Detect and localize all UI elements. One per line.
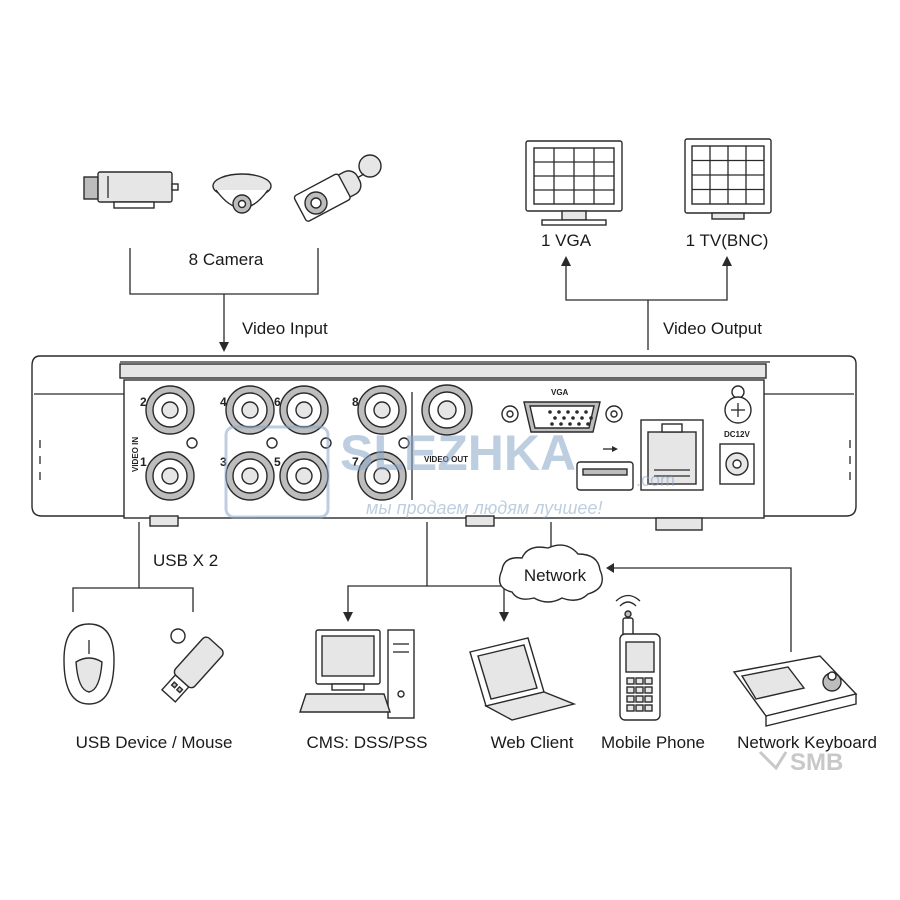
smb-badge: SMB [790, 749, 843, 776]
ground-screw-icon [724, 385, 752, 424]
smb-watermark: SMB [758, 749, 843, 776]
channel-number: 4 [220, 395, 227, 409]
vga-pin [571, 416, 575, 420]
bullet-camera-icon [293, 154, 382, 222]
channel-number: 2 [140, 395, 147, 409]
vga-pin [566, 410, 570, 414]
video-in-text: VIDEO IN [131, 437, 140, 472]
channel-number: 8 [352, 395, 359, 409]
vga-pin [548, 410, 552, 414]
bnc-input-port[interactable] [145, 385, 195, 435]
bnc-inputs: 2 1 4 3 6 5 8 7 [140, 385, 410, 501]
bnc-input-port[interactable] [145, 451, 195, 501]
vga-pin [550, 422, 554, 426]
vga-port-text: VGA [551, 388, 569, 397]
vga-pins [548, 410, 593, 426]
video-out-text: VIDEO OUT [424, 455, 468, 464]
usb-label: USB X 2 [153, 551, 218, 570]
bnc-input-port[interactable] [225, 385, 275, 435]
phone-key [626, 695, 635, 703]
phone-keypad [626, 677, 653, 712]
vga-pin [589, 416, 593, 420]
tv-label: 1 TV(BNC) [686, 231, 769, 250]
vga-pin [562, 416, 566, 420]
phone-key [644, 677, 653, 685]
bnc-input-port[interactable] [357, 451, 407, 501]
channel-number: 1 [140, 455, 147, 469]
network-label: Network [524, 566, 587, 585]
phone-key [644, 686, 653, 694]
vga-pin [553, 416, 557, 420]
desktop-pc-icon [299, 629, 415, 719]
laptop-icon [469, 637, 577, 721]
bnc-input-port[interactable] [279, 451, 329, 501]
mobile-phone-label: Mobile Phone [601, 733, 705, 752]
bnc-input-port[interactable] [357, 385, 407, 435]
slezhka-watermark: SLEZHKA .com мы продаем людям лучшее! [224, 425, 675, 519]
phone-key [635, 686, 644, 694]
channel-number: 3 [220, 455, 227, 469]
vga-pin [584, 410, 588, 414]
channel-number: 6 [274, 395, 281, 409]
phone-key [644, 704, 653, 712]
vga-pin [557, 410, 561, 414]
phone-key [635, 704, 644, 712]
vga-pin [575, 410, 579, 414]
network-lines [550, 522, 792, 652]
camera-label: 8 Camera [189, 250, 264, 269]
watermark-domain: .com [636, 470, 675, 490]
usb-ports[interactable] [576, 446, 634, 491]
camera-connector-lines [129, 248, 319, 352]
vga-pin [559, 422, 563, 426]
power-text: DC12V [724, 430, 750, 439]
channel-number: 5 [274, 455, 281, 469]
video-output-label: Video Output [663, 319, 762, 338]
vga-pin [580, 416, 584, 420]
watermark-tagline: мы продаем людям лучшее! [366, 498, 602, 518]
network-keyboard-label: Network Keyboard [737, 733, 877, 752]
vga-monitor-icon [525, 140, 623, 226]
usb-lines [72, 522, 194, 612]
web-client-label: Web Client [491, 733, 574, 752]
bnc-input-port[interactable] [225, 451, 275, 501]
channel-number: 7 [352, 455, 359, 469]
vga-port[interactable] [501, 401, 623, 433]
video-out-port[interactable] [421, 384, 473, 436]
phone-key [626, 677, 635, 685]
phone-key [626, 686, 635, 694]
vga-pin [568, 422, 572, 426]
vga-label: 1 VGA [541, 231, 592, 250]
usb-flash-drive-icon [160, 628, 224, 703]
mobile-phone-icon [615, 594, 661, 721]
usb-device-label: USB Device / Mouse [76, 733, 233, 752]
cms-lines [343, 522, 509, 622]
phone-key [626, 704, 635, 712]
vga-pin [577, 422, 581, 426]
power-jack[interactable] [719, 443, 755, 485]
watermark-brand: SLEZHKA [340, 425, 576, 481]
phone-key [635, 695, 644, 703]
video-output-lines [561, 256, 732, 350]
phone-key [644, 695, 653, 703]
bnc-screw [398, 437, 410, 449]
cms-label: CMS: DSS/PSS [307, 733, 428, 752]
phone-key [635, 677, 644, 685]
tv-monitor-icon [684, 138, 772, 220]
dome-camera-icon [212, 173, 272, 214]
bnc-input-port[interactable] [279, 385, 329, 435]
ethernet-port[interactable] [640, 419, 704, 491]
bnc-screw [186, 437, 198, 449]
bnc-screw [266, 437, 278, 449]
video-input-label: Video Input [242, 319, 328, 338]
vga-pin [586, 422, 590, 426]
network-cloud-icon [498, 544, 603, 603]
box-camera-icon [83, 171, 179, 209]
network-keyboard-icon [732, 655, 858, 727]
mouse-icon [63, 623, 115, 705]
